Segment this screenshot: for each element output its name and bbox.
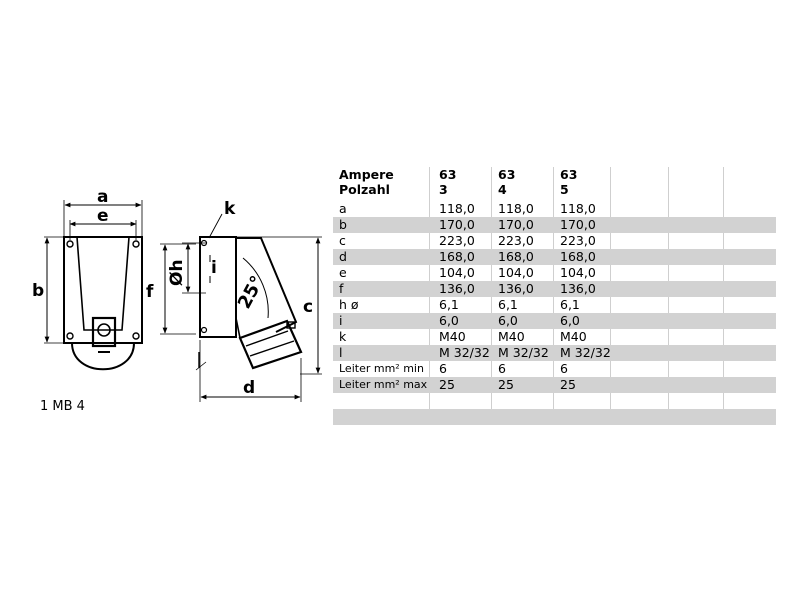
table-row: Leiter mm² min 6 6 6: [333, 361, 776, 377]
label-b: b: [32, 281, 44, 301]
row-label: b: [339, 217, 347, 232]
header-ampere-3: 63: [560, 167, 578, 182]
row-value: M40: [439, 329, 466, 344]
header-polzahl-1: 3: [439, 182, 448, 197]
row-label: k: [339, 329, 347, 344]
row-value: 6: [439, 361, 447, 376]
row-label: i: [339, 313, 343, 328]
row-value: 168,0: [439, 249, 475, 264]
label-d: d: [243, 378, 255, 398]
row-value: 223,0: [439, 233, 475, 248]
row-value: 25: [498, 377, 514, 392]
row-value: 136,0: [560, 281, 596, 296]
row-value: 168,0: [560, 249, 596, 264]
row-label: e: [339, 265, 347, 280]
row-label: l: [339, 345, 343, 360]
row-value: 104,0: [498, 265, 534, 280]
row-value: 104,0: [560, 265, 596, 280]
table-row: f 136,0 136,0 136,0: [333, 281, 776, 297]
label-oh: Øh: [167, 259, 187, 286]
model-caption: 1 MB 4: [40, 399, 85, 414]
table-row: a 118,0 118,0 118,0: [333, 201, 776, 217]
row-value: 223,0: [560, 233, 596, 248]
label-f: f: [146, 282, 154, 302]
angled-socket: [238, 319, 303, 370]
table-row: i 6,0 6,0 6,0: [333, 313, 776, 329]
label-i: i: [211, 258, 217, 278]
row-value: 6: [560, 361, 568, 376]
label-k: k: [224, 199, 236, 219]
row-value: 223,0: [498, 233, 534, 248]
table-row: Leiter mm² max 25 25 25: [333, 377, 776, 393]
header-polzahl-2: 4: [498, 182, 507, 197]
label-angle: 25°: [234, 272, 269, 312]
row-value: 6,1: [498, 297, 518, 312]
front-housing: [63, 236, 143, 344]
row-label: f: [339, 281, 344, 296]
row-value: 6,0: [498, 313, 518, 328]
row-value: M40: [498, 329, 525, 344]
table-row: h ø 6,1 6,1 6,1: [333, 297, 776, 313]
table-row-empty: [333, 409, 776, 425]
row-value: 6,0: [560, 313, 580, 328]
row-value: M40: [560, 329, 587, 344]
row-value: 6: [498, 361, 506, 376]
row-label: d: [339, 249, 347, 264]
side-housing: [199, 236, 237, 338]
row-value: 118,0: [439, 201, 475, 216]
row-label: h ø: [339, 297, 359, 312]
row-value: 136,0: [498, 281, 534, 296]
header-ampere-2: 63: [498, 167, 516, 182]
row-value: M 32/32: [498, 345, 549, 360]
table-row: d 168,0 168,0 168,0: [333, 249, 776, 265]
row-value: 6,1: [439, 297, 459, 312]
row-label: c: [339, 233, 346, 248]
row-value: 6,1: [560, 297, 580, 312]
table-row: k M40 M40 M40: [333, 329, 776, 345]
table-row: b 170,0 170,0 170,0: [333, 217, 776, 233]
row-value: M 32/32: [439, 345, 490, 360]
header-polzahl-3: 5: [560, 182, 569, 197]
row-value: 170,0: [498, 217, 534, 232]
table-row: l M 32/32 M 32/32 M 32/32: [333, 345, 776, 361]
row-value: M 32/32: [560, 345, 611, 360]
table-row: e 104,0 104,0 104,0: [333, 265, 776, 281]
front-view: [44, 200, 143, 371]
label-c: c: [303, 297, 313, 317]
row-value: 170,0: [560, 217, 596, 232]
row-value: 25: [439, 377, 455, 392]
label-e: e: [97, 206, 109, 226]
label-a: a: [97, 187, 108, 207]
row-label: Leiter mm² max: [339, 378, 428, 391]
row-value: 104,0: [439, 265, 475, 280]
table-row-empty: [333, 393, 776, 409]
row-value: 136,0: [439, 281, 475, 296]
row-value: 6,0: [439, 313, 459, 328]
header-polzahl-label: Polzahl: [339, 182, 390, 197]
row-label: Leiter mm² min: [339, 362, 424, 375]
side-view: [160, 213, 322, 402]
row-value: 168,0: [498, 249, 534, 264]
row-value: 170,0: [439, 217, 475, 232]
table-row: c 223,0 223,0 223,0: [333, 233, 776, 249]
row-value: 118,0: [560, 201, 596, 216]
header-ampere-label: Ampere: [339, 167, 394, 182]
header-ampere-1: 63: [439, 167, 457, 182]
row-value: 25: [560, 377, 576, 392]
row-label: a: [339, 201, 347, 216]
row-value: 118,0: [498, 201, 534, 216]
